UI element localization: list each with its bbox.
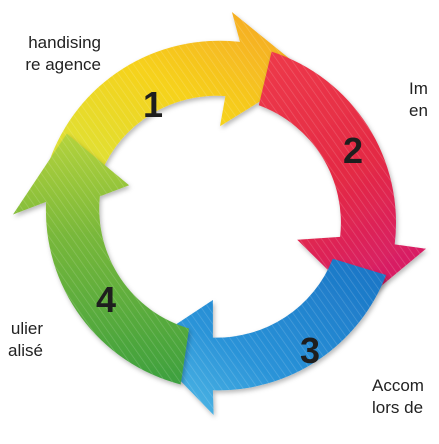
step-label-4: ulier alisé — [8, 318, 43, 362]
step-label-3-line-2: lors de — [372, 398, 424, 417]
step-number-3: 3 — [300, 330, 320, 371]
step-label-3-line-1: Accom — [372, 376, 424, 395]
step-number-2: 2 — [343, 130, 363, 171]
cycle-arrow-4 — [13, 133, 189, 385]
step-number-1: 1 — [143, 84, 163, 125]
step-label-4-line-2: alisé — [8, 341, 43, 360]
step-label-2: Im en — [409, 78, 428, 122]
step-label-3: Accom lors de — [372, 375, 424, 419]
cycle-arrow-2 — [258, 51, 426, 303]
step-label-2-line-1: Im — [409, 79, 428, 98]
cycle-arrow-3 — [145, 258, 387, 415]
cycle-arrow-1 — [48, 12, 307, 173]
step-label-2-line-2: en — [409, 101, 428, 120]
step-label-4-line-1: ulier — [10, 319, 43, 338]
step-number-4: 4 — [96, 279, 116, 320]
step-label-1-line-2: re agence — [25, 55, 101, 74]
step-label-1: handising re agence — [25, 32, 101, 76]
step-label-1-line-1: handising — [28, 33, 101, 52]
